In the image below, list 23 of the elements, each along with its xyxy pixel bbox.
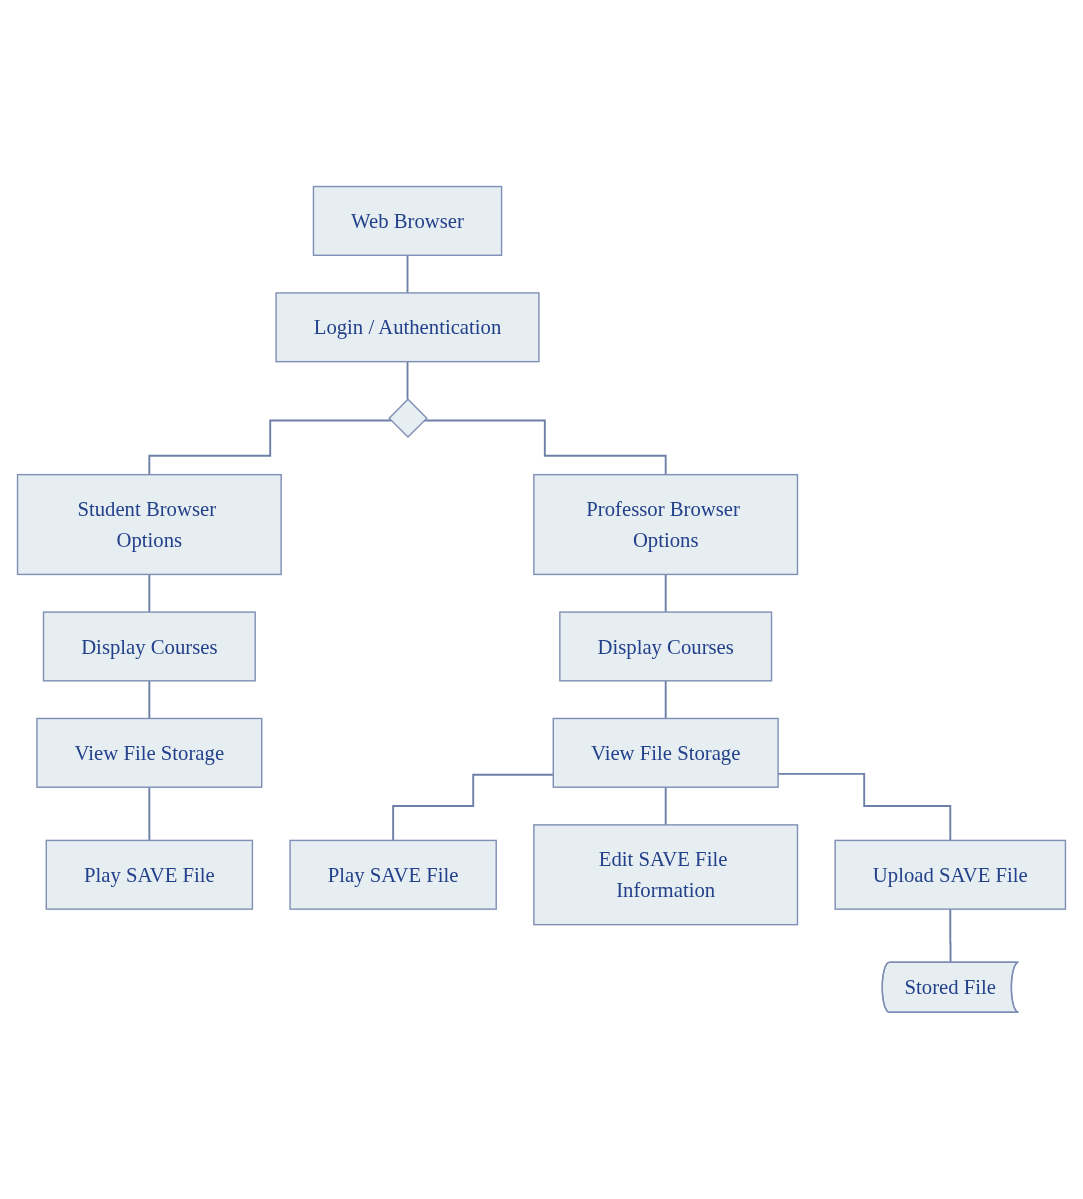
connector [148,786,151,842]
connector [664,786,667,826]
node-box: Play SAVE File [289,839,497,910]
connector [148,680,151,720]
node-box: View File Storage [552,717,779,789]
node-box: Student Browser Options [16,474,282,576]
connector [148,419,392,476]
node-box: Upload SAVE File [834,839,1067,910]
node-box: Login / Authentication [275,292,540,363]
node-box: Display Courses [42,611,256,682]
connector [406,254,409,294]
node-box: Edit SAVE File Information [533,824,799,926]
node-box: Professor Browser Options [533,474,799,576]
connector [664,680,667,720]
connector [664,573,667,614]
node-box: Display Courses [559,611,773,682]
node-diamond [388,398,428,439]
node-box: Play SAVE File [45,839,254,910]
node-box: Web Browser [312,185,503,257]
node-box: View File Storage [36,717,263,789]
connector [406,360,409,401]
connector [148,573,151,614]
connector [423,419,667,476]
